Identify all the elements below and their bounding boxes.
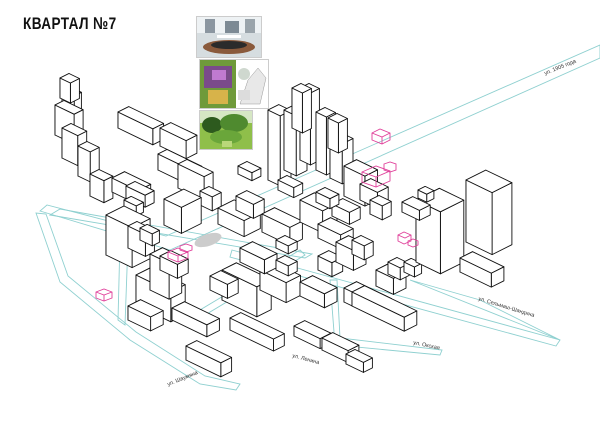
building: [351, 235, 374, 261]
building: [229, 312, 285, 352]
building: [209, 270, 239, 299]
building: [369, 195, 392, 221]
street-label: ул. Шаумяна: [167, 370, 200, 388]
building: [277, 175, 304, 199]
building: [199, 186, 222, 212]
pavilion-photo: [199, 59, 269, 109]
building: [345, 349, 373, 373]
building: [139, 223, 160, 247]
building: [171, 301, 220, 338]
building: [89, 169, 114, 204]
building: [163, 188, 202, 234]
street-label: ул. Ленина: [291, 353, 320, 366]
building: [239, 241, 278, 275]
building: [401, 196, 431, 221]
park-photo: [199, 110, 253, 150]
buildings: [54, 73, 513, 378]
building: [291, 83, 312, 134]
road-network: [35, 44, 600, 391]
building: [315, 187, 340, 210]
building: [117, 106, 165, 146]
building: [331, 198, 361, 225]
building: [417, 185, 435, 203]
building: [275, 255, 298, 277]
pond: [194, 232, 222, 248]
street-label: ул. Сельмаш-Шандина: [477, 296, 536, 319]
building: [125, 181, 155, 208]
highlighted-objects: [95, 128, 419, 302]
building: [459, 251, 505, 288]
building: [275, 235, 298, 255]
building: [235, 190, 265, 219]
page-title: КВАРТАЛ №7: [23, 14, 117, 33]
building: [237, 161, 262, 182]
building: [465, 169, 513, 256]
plaza-photo: [196, 16, 262, 58]
building: [159, 122, 198, 160]
building: [327, 113, 348, 154]
building: [185, 340, 233, 378]
street-label: ул. Окская: [413, 340, 441, 351]
building: [299, 275, 338, 309]
building: [351, 285, 418, 332]
building: [127, 299, 164, 332]
building: [59, 73, 80, 104]
